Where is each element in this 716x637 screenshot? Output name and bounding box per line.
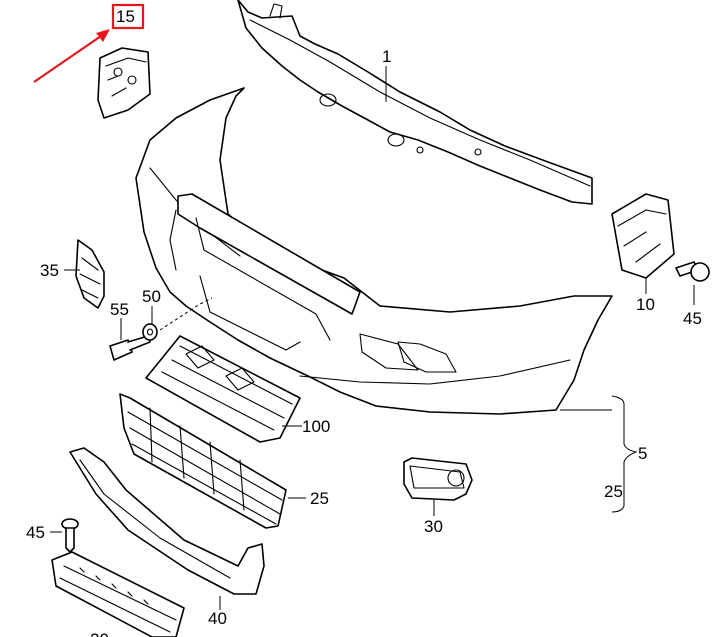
callout-labels: 1 15 10 45 35 55 50 100 5 25 25 30 45 40… xyxy=(26,7,702,637)
callout-45-lower: 45 xyxy=(26,523,45,542)
highlight-arrow-head xyxy=(96,29,110,42)
fog-light-grille xyxy=(403,457,473,516)
trim-strip xyxy=(69,447,265,610)
side-grille xyxy=(75,239,105,309)
callout-45-upper: 45 xyxy=(683,309,702,328)
callout-25-right: 25 xyxy=(604,482,623,501)
reinforcement-bar xyxy=(237,0,593,205)
callout-30: 30 xyxy=(424,517,443,536)
highlight-arrow xyxy=(33,33,105,83)
underbody-plate xyxy=(51,551,185,637)
license-plate-holder xyxy=(145,335,302,443)
callout-10: 10 xyxy=(636,295,655,314)
callout-15: 15 xyxy=(116,7,135,26)
washer-50 xyxy=(142,297,213,341)
callout-5: 5 xyxy=(638,444,647,463)
callout-35: 35 xyxy=(40,261,59,280)
callout-1: 1 xyxy=(382,47,391,66)
callout-50: 50 xyxy=(142,287,161,306)
callout-100: 100 xyxy=(302,417,330,436)
grille-frame xyxy=(177,193,361,351)
lower-grille xyxy=(119,393,306,529)
callout-55: 55 xyxy=(110,300,129,319)
screw-55 xyxy=(109,318,151,361)
highlight-marker xyxy=(33,3,145,83)
highlight-box xyxy=(111,3,145,30)
clip-45-lower xyxy=(50,518,79,553)
bracket-left xyxy=(97,47,151,119)
bolt-45-upper xyxy=(675,261,710,305)
callout-25-grille: 25 xyxy=(310,489,329,508)
callout-leaders xyxy=(64,66,647,513)
bracket-right xyxy=(611,193,675,279)
callout-20: 20 xyxy=(90,630,109,637)
callout-40: 40 xyxy=(208,609,227,628)
